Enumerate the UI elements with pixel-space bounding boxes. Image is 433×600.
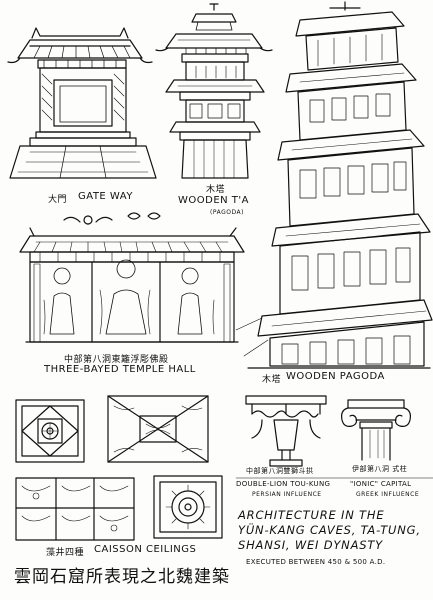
wooden-pagoda-drawing	[235, 1, 433, 369]
gateway-drawing	[7, 27, 157, 179]
chinese-title: 雲岡石窟所表現之北魏建築	[14, 567, 230, 587]
ionic-note-label: GREEK INFLUENCE	[356, 491, 420, 498]
tou-kung-drawing	[245, 395, 327, 467]
wooden-pagoda-cn-label: 木塔	[262, 375, 282, 385]
title-line-1: ARCHITECTURE IN THE	[238, 508, 385, 522]
ionic-en-label: "IONIC" CAPITAL	[350, 480, 412, 488]
caisson-ceilings-drawing	[15, 395, 223, 541]
caisson-cn-label: 藻井四種	[46, 548, 85, 558]
title-line-2: YÜN-KANG CAVES, TA-TUNG,	[238, 523, 421, 537]
temple-cn-label: 中部第八洞東籬浮彫佛殿	[64, 355, 169, 365]
toukung-note-label: PERSIAN INFLUENCE	[252, 491, 322, 498]
wooden-ta-drawing	[155, 3, 273, 179]
caisson-en-label: CAISSON CEILINGS	[94, 544, 197, 555]
gateway-cn-label: 大門	[48, 195, 68, 205]
pagoda-note-label: (PAGODA)	[210, 209, 244, 216]
wooden-ta-en-label: WOODEN T'A	[178, 195, 250, 206]
wooden-ta-cn-label: 木塔	[206, 185, 226, 195]
temple-en-label: THREE-BAYED TEMPLE HALL	[44, 364, 196, 375]
title-line-4: EXECUTED BETWEEN 450 & 500 A.D.	[246, 558, 386, 566]
toukung-cn-label: 中部第八洞雙獅斗拱	[246, 467, 314, 475]
wooden-pagoda-en-label: WOODEN PAGODA	[286, 371, 385, 382]
temple-hall-drawing	[19, 212, 245, 343]
gateway-en-label: GATE WAY	[78, 191, 133, 202]
title-line-3: SHANSI, WEI DYNASTY	[238, 538, 384, 552]
ionic-capital-drawing	[341, 399, 411, 461]
toukung-en-label: DOUBLE-LION TOU-KUNG	[236, 480, 331, 488]
ionic-cn-label: 伊部第八洞 式柱	[352, 465, 408, 473]
